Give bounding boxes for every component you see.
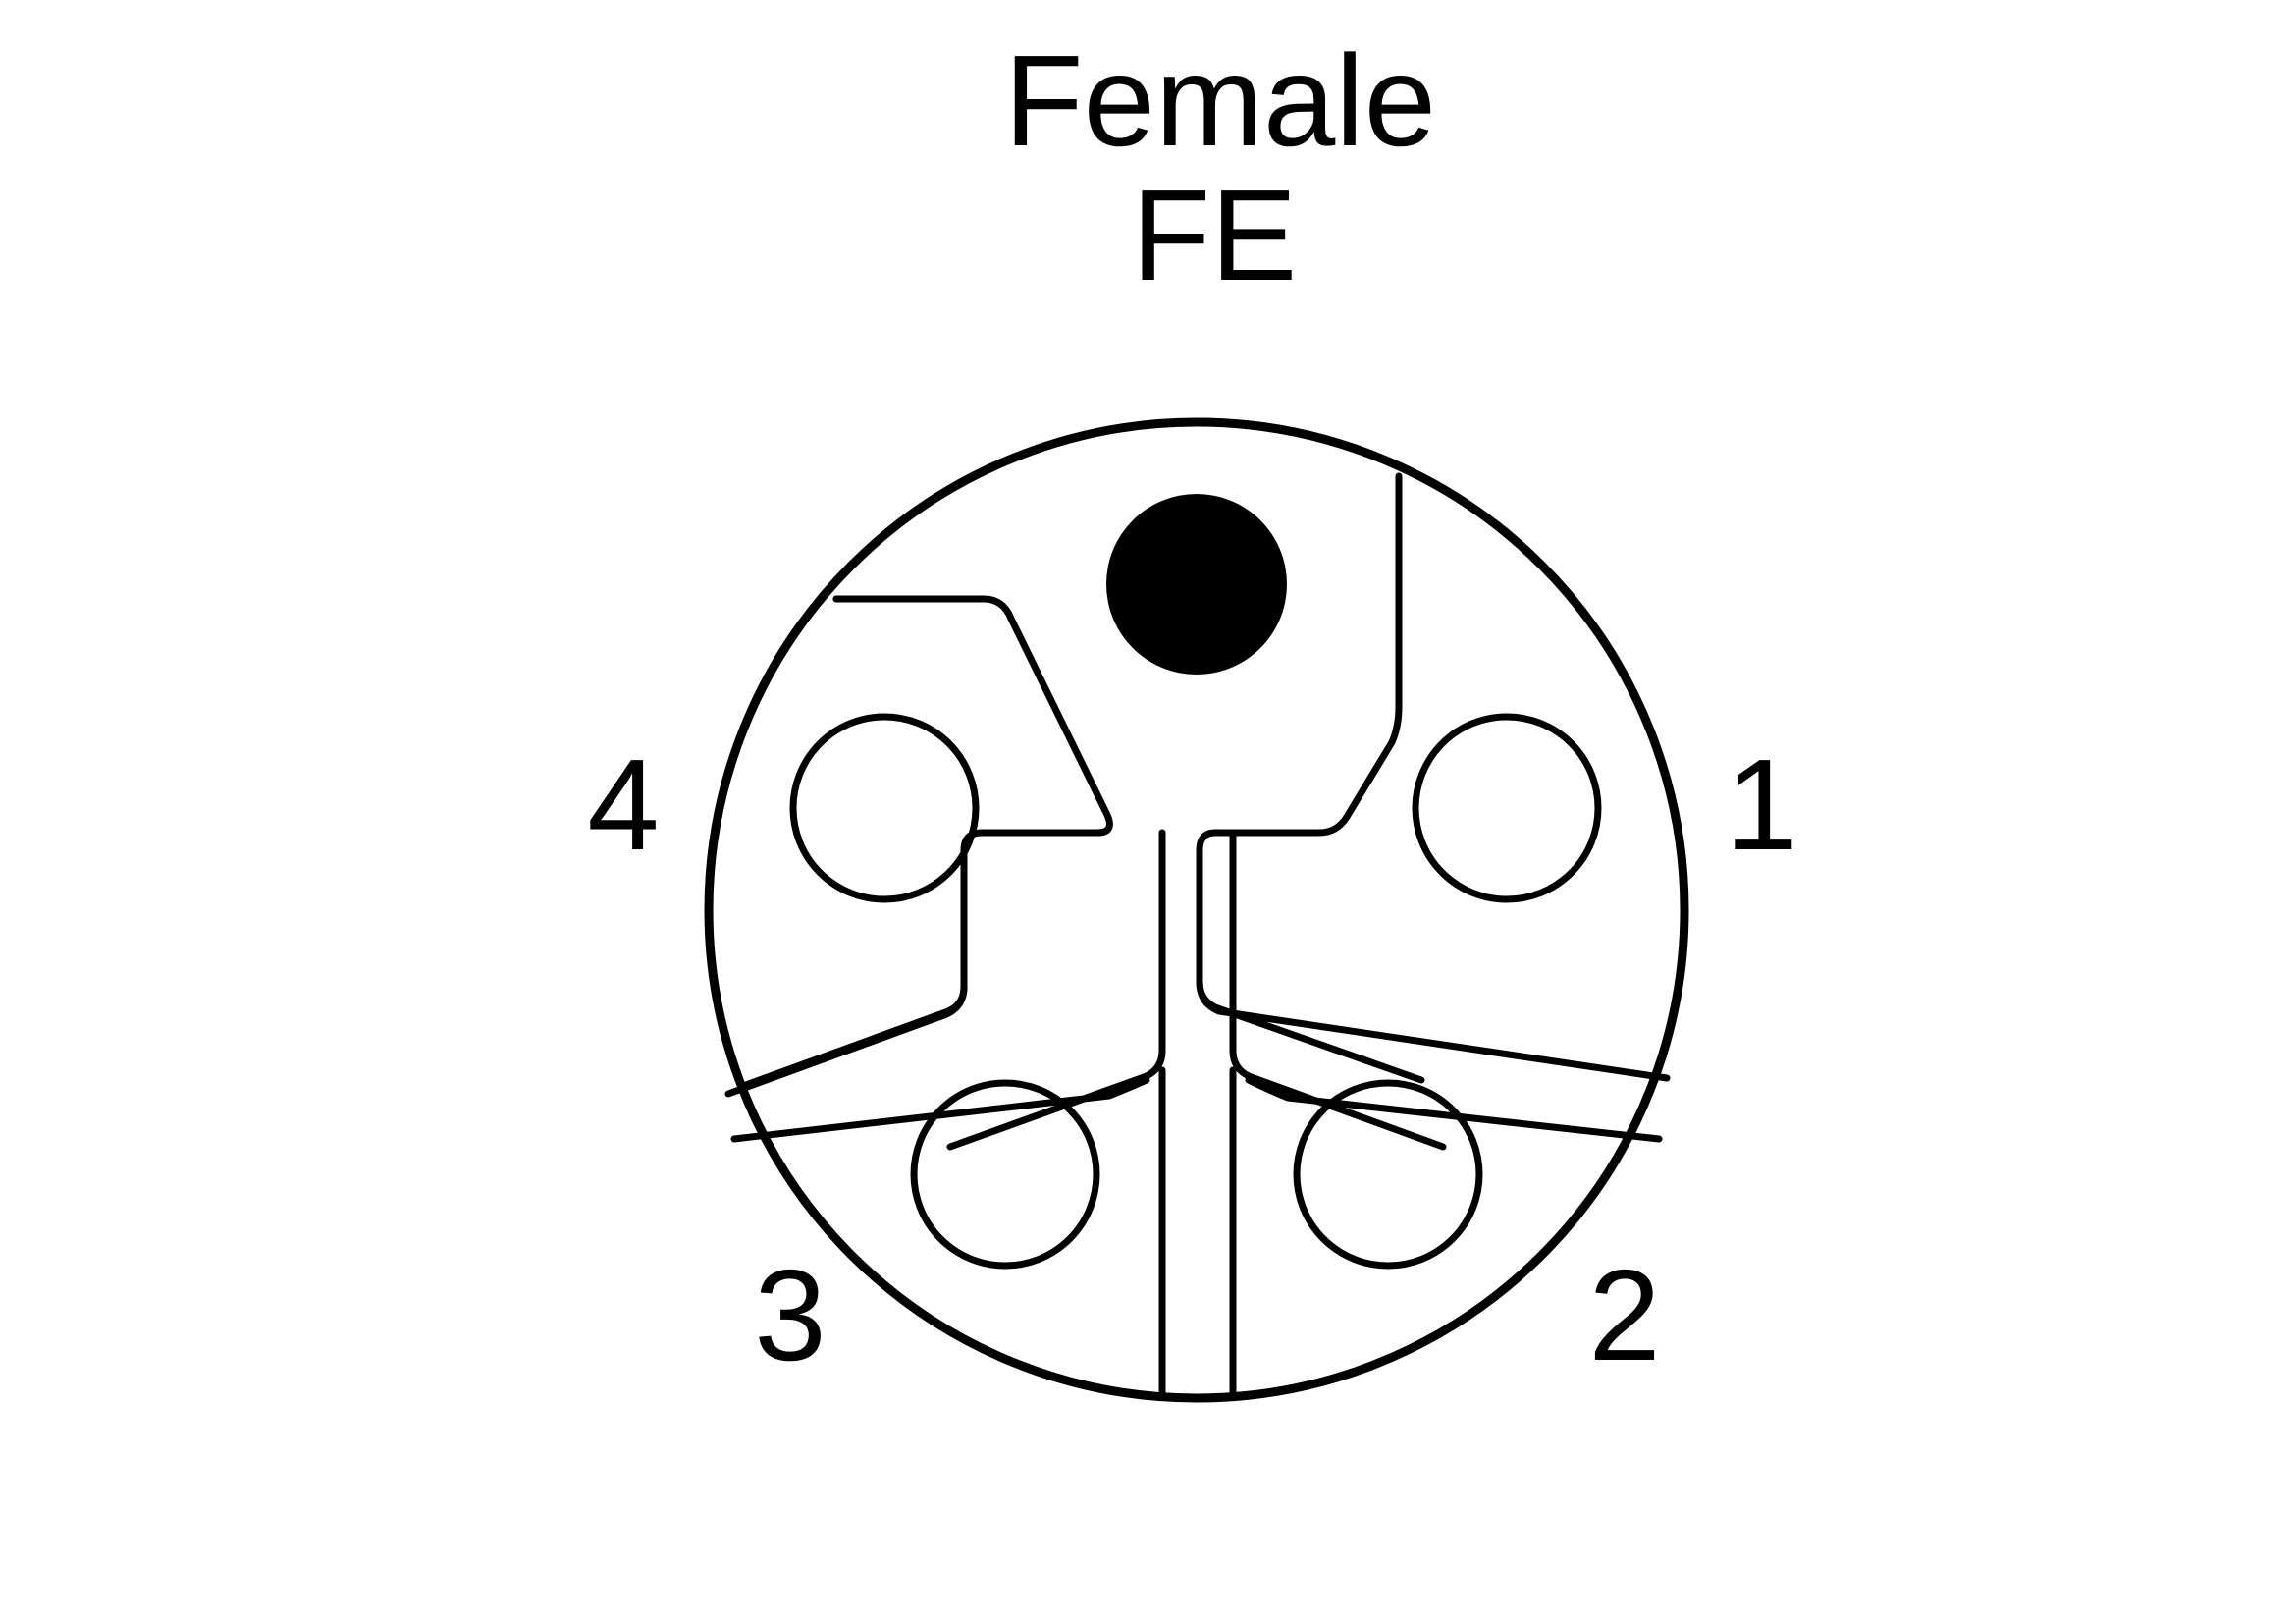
center-web-right: [1229, 829, 1447, 1151]
left-diagonal-separator: [724, 983, 968, 1098]
insulator-separators: [724, 472, 1671, 1398]
lower-left-diagonal-separator: [730, 1076, 1150, 1143]
contact-hole-1: [1412, 713, 1602, 903]
pin-label-2: 2: [1588, 1243, 1660, 1387]
contact-hole-2: [1293, 1079, 1483, 1270]
pin-label-4: 4: [587, 732, 659, 877]
contact-hole-3: [910, 1079, 1100, 1270]
pin-label-1: 1: [1726, 732, 1797, 877]
contact-hole-4: [789, 713, 980, 903]
right-diagonal-separator: [1196, 978, 1671, 1082]
fe-ground-pin: [1106, 494, 1287, 675]
lower-right-diagonal-separator: [1245, 1076, 1663, 1143]
pin-label-3: 3: [754, 1243, 826, 1387]
diagram-subtitle: FE: [1132, 163, 1298, 307]
connector-outer-shell: [704, 417, 1689, 1403]
center-web-left: [946, 829, 1166, 1151]
diagram-title: Female: [1004, 28, 1436, 173]
